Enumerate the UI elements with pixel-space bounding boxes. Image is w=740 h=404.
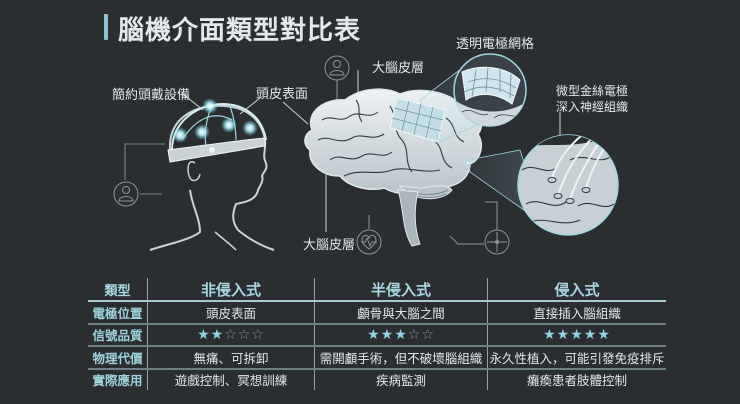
bci-illustration [113, 53, 619, 255]
star-empty-icon: ☆ [237, 326, 252, 343]
star-empty-icon: ☆ [224, 326, 238, 343]
row-label: 信號品質 [92, 328, 143, 344]
row-label: 電極位置 [92, 305, 143, 321]
star-rating: ★★★☆☆ [314, 324, 487, 345]
label-headset: 簡約頭戴設備 [112, 88, 191, 103]
label-transparent-mesh: 透明電極網格 [456, 37, 535, 52]
table-cell: 疾病監測 [314, 369, 487, 390]
header-semi-invasive: 半侵入式 [314, 278, 487, 300]
row-label: 實際應用 [92, 373, 143, 389]
header-invasive: 侵入式 [487, 278, 666, 300]
person-badge-icon [113, 181, 139, 207]
table-row-physical-cost: 物理代價 無痛、可拆卸 需開顱手術，但不破壞腦組織 永久性植入，可能引發免疫排斥 [88, 345, 666, 368]
table-cell: 遊戲控制、冥想訓練 [147, 369, 314, 390]
page-title: 腦機介面類型對比表 [118, 16, 362, 46]
star-empty-icon: ☆ [251, 326, 265, 343]
table-cell: 直接插入腦組織 [487, 302, 666, 323]
label-micro-wire-line2: 深入神經組織 [556, 100, 629, 114]
star-filled-icon: ★ [570, 326, 584, 343]
table-cell: 永久性植入，可能引發免疫排斥 [487, 347, 666, 368]
star-rating: ★★★★★ [487, 324, 666, 345]
label-scalp-surface: 頭皮表面 [256, 87, 309, 102]
label-micro-wire-line1: 微型金絲電極 [556, 84, 629, 98]
star-filled-icon: ★ [197, 326, 211, 343]
label-cortex-top: 大腦皮層 [372, 61, 425, 76]
comparison-table: 類型 非侵入式 半侵入式 侵入式 電極位置 頭皮表面 顱骨與大腦之間 直接插入腦… [88, 278, 666, 390]
head-with-eeg-headset [124, 93, 309, 251]
star-filled-icon: ★ [543, 326, 557, 343]
table-row-signal-quality: 信號品質 ★★☆☆☆ ★★★☆☆ ★★★★★ [88, 322, 666, 345]
crosshair-circuit-icon [449, 201, 510, 255]
star-filled-icon: ★ [394, 326, 408, 343]
table-row-application: 實際應用 遊戲控制、冥想訓練 疾病監測 癱瘓患者肢體控制 [88, 367, 666, 390]
star-filled-icon: ★ [210, 326, 225, 343]
table-header-row: 類型 非侵入式 半侵入式 侵入式 [88, 278, 666, 300]
header-type: 類型 [104, 283, 131, 299]
row-label: 物理代價 [92, 350, 143, 366]
table-cell: 頭皮表面 [147, 302, 314, 323]
header-non-invasive: 非侵入式 [147, 278, 314, 300]
title-accent-bar [104, 14, 108, 40]
brain [304, 61, 546, 247]
label-cortex-bottom: 大腦皮層 [303, 238, 356, 253]
star-filled-icon: ★ [556, 326, 571, 343]
star-empty-icon: ☆ [407, 326, 422, 343]
heart-pulse-icon [356, 215, 382, 255]
star-filled-icon: ★ [583, 326, 598, 343]
star-empty-icon: ☆ [421, 326, 435, 343]
table-row-electrode-position: 電極位置 頭皮表面 顱骨與大腦之間 直接插入腦組織 [88, 300, 666, 323]
table-cell: 需開顱手術，但不破壞腦組織 [314, 347, 487, 368]
star-filled-icon: ★ [380, 326, 395, 343]
table-cell: 顱骨與大腦之間 [314, 302, 487, 323]
table-cell: 癱瘓患者肢體控制 [487, 369, 666, 390]
star-filled-icon: ★ [367, 326, 381, 343]
star-rating: ★★☆☆☆ [147, 324, 314, 345]
label-micro-wire: 微型金絲電極 深入神經組織 [556, 83, 628, 115]
table-cell: 無痛、可拆卸 [147, 347, 314, 368]
micro-wire-zoom-inset [517, 112, 619, 236]
star-filled-icon: ★ [597, 326, 611, 343]
